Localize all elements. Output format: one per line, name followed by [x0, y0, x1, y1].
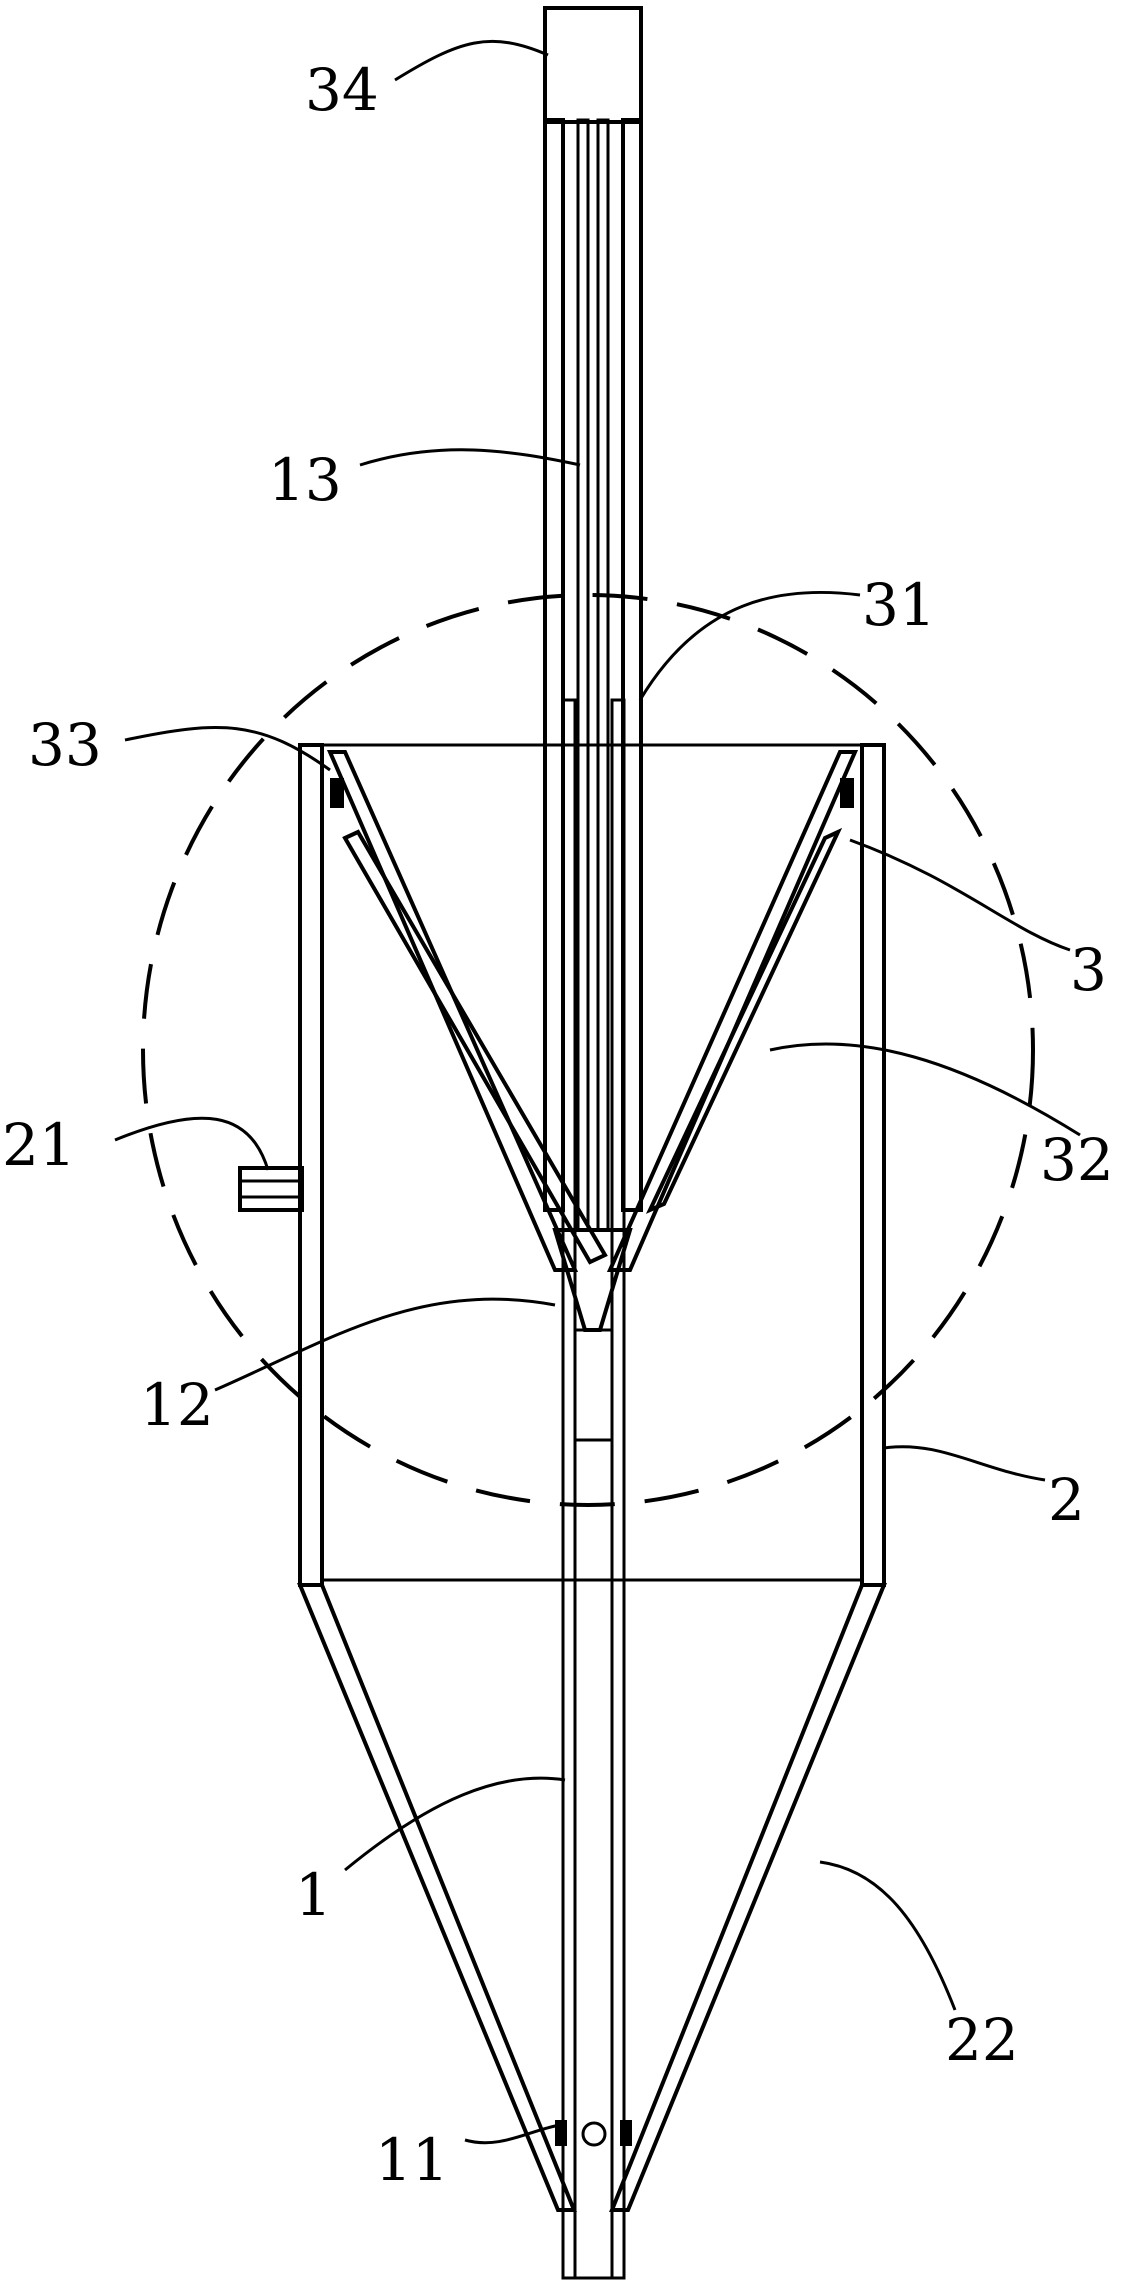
label-2: 2	[1048, 1466, 1085, 1534]
label-3: 3	[1070, 936, 1107, 1004]
conical-bottom	[297, 1583, 887, 2212]
label-22: 22	[945, 2006, 1019, 2074]
label-13: 13	[268, 446, 342, 514]
label-12: 12	[140, 1371, 214, 1439]
side-port	[238, 1166, 304, 1212]
label-1: 1	[295, 1861, 332, 1929]
seal	[330, 778, 854, 808]
label-34: 34	[305, 56, 379, 124]
inner-cone	[326, 750, 859, 1332]
leader-lines	[114, 39, 1081, 2145]
upper-rod	[543, 6, 643, 1232]
label-31: 31	[862, 571, 936, 639]
label-32: 32	[1040, 1126, 1114, 1194]
label-33: 33	[28, 711, 102, 779]
label-21: 21	[2, 1111, 76, 1179]
outer-housing	[298, 743, 886, 1587]
central-tube	[555, 698, 632, 2280]
label-11: 11	[375, 2126, 449, 2194]
reference-labels: 34 13 31 33 3 21 32 12 2 1 22 11	[2, 56, 1114, 2194]
detail-circle	[141, 593, 1035, 1507]
